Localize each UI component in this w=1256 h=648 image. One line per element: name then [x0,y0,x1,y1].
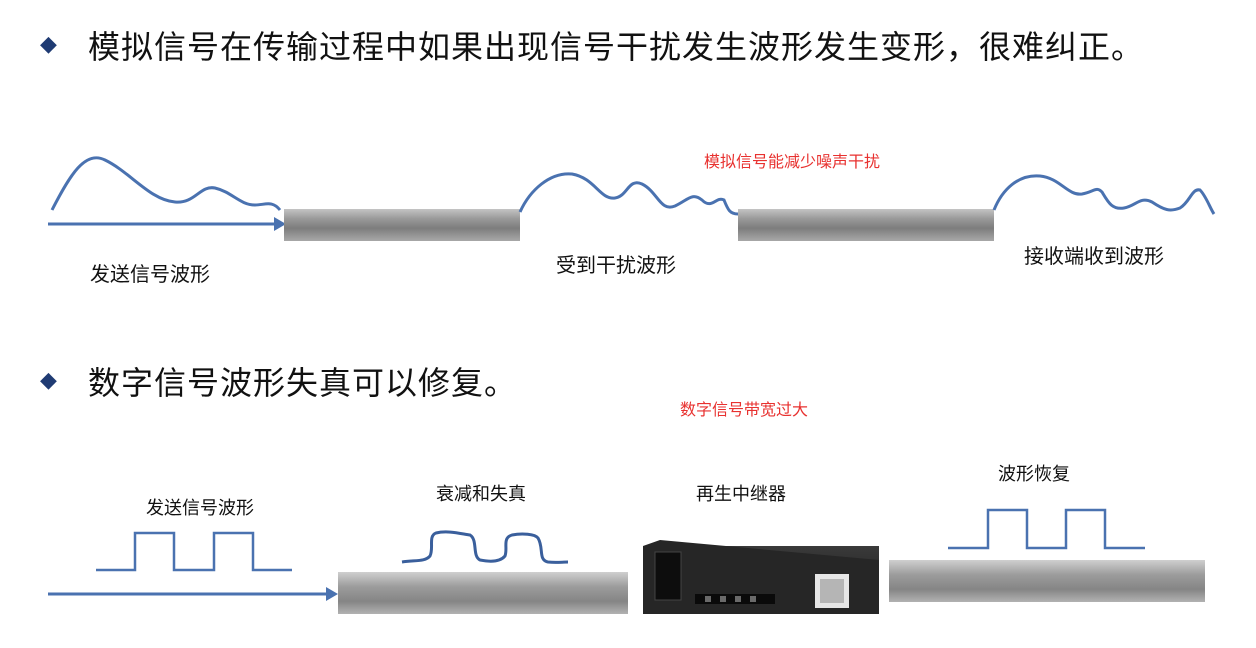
digital-attenuation-label: 衰减和失真 [436,484,526,505]
digital-repeater-label: 再生中继器 [696,484,786,505]
analog-arrow-1 [48,217,286,231]
analog-cable-2 [738,209,994,241]
digital-send-wave [96,531,292,572]
digital-arrow [48,587,338,601]
analog-interfered-wave [518,172,739,216]
digital-send-label: 发送信号波形 [146,498,254,519]
diamond-bullet-icon: ◆ [40,368,57,393]
analog-send-label: 发送信号波形 [90,262,210,286]
analog-cable-1 [284,209,520,241]
analog-interfered-label: 受到干扰波形 [556,253,676,277]
digital-note: 数字信号带宽过大 [680,400,809,419]
digital-restored-wave [948,508,1145,550]
digital-heading: 数字信号波形失真可以修复。 [88,364,518,402]
analog-note: 模拟信号能减少噪声干扰 [704,152,881,171]
digital-restored-label: 波形恢复 [998,464,1070,485]
analog-bullet-row: ◆ 模拟信号在传输过程中如果出现信号干扰发生波形发生变形，很难纠正。 [40,22,1144,68]
analog-heading: 模拟信号在传输过程中如果出现信号干扰发生波形发生变形，很难纠正。 [88,28,1145,66]
analog-received-wave [992,174,1216,215]
analog-receive-label: 接收端收到波形 [1024,244,1164,268]
analog-send-wave [50,156,282,212]
digital-distorted-wave [401,530,569,564]
digital-cable-2 [889,560,1205,602]
regenerative-repeater-device [643,540,879,614]
diamond-bullet-icon: ◆ [40,32,57,57]
digital-bullet-row: ◆ 数字信号波形失真可以修复。 [40,358,517,404]
digital-cable-1 [338,572,628,614]
